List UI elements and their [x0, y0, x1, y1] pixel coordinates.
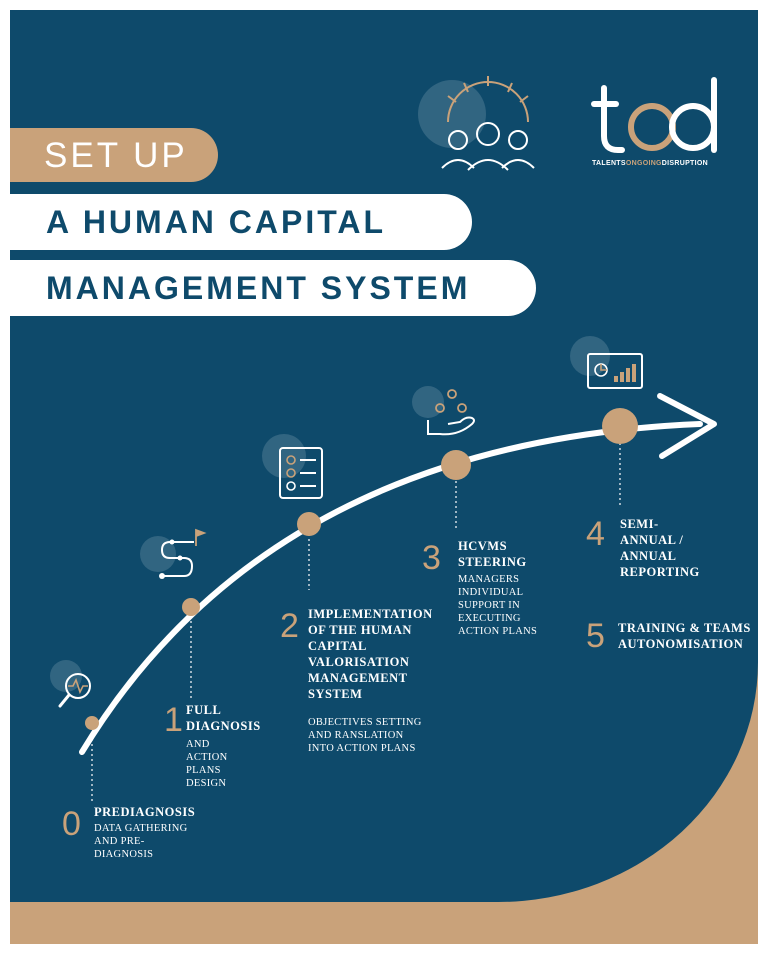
title-pill-1: [10, 194, 472, 250]
milestone-2: [297, 512, 321, 536]
step-0-number: 0: [62, 805, 81, 843]
hand-gears-icon: [412, 386, 475, 436]
step-3-desc: MANAGERS INDIVIDUAL SUPPORT IN EXECUTING…: [458, 574, 538, 637]
step-2-title: IMPLEMENTATION OF THE HUMAN CAPITAL VALO…: [308, 607, 433, 701]
milestones: [85, 408, 638, 730]
checklist-icon: [262, 434, 323, 499]
setup-label: SET UP: [44, 136, 188, 175]
title-pill-2: [10, 260, 536, 316]
step-4-title: SEMI- ANNUAL / ANNUAL REPORTING: [620, 517, 700, 579]
dashboard-chart-icon: [570, 336, 643, 389]
step-0-desc: DATA GATHERING AND PRE- DIAGNOSIS: [94, 823, 188, 860]
path-flag-icon: [140, 528, 207, 579]
tod-logo: [591, 77, 717, 153]
step-3-number: 3: [422, 539, 441, 577]
step-1-number: 1: [164, 701, 183, 739]
step-4-number: 4: [586, 515, 605, 553]
diagram-graphics: [50, 76, 717, 804]
step-2-desc: OBJECTIVES SETTING AND RANSLATION INTO A…: [308, 717, 422, 754]
step-3-title: HCVMS STEERING: [458, 539, 527, 569]
setup-pill: [10, 128, 218, 182]
step-1-title: FULL DIAGNOSIS: [186, 703, 261, 733]
poster: SET UP A HUMAN CAPITAL MANAGEMENT SYSTEM…: [10, 10, 758, 944]
magnifier-heartbeat-icon: [50, 660, 91, 708]
step-2-number: 2: [280, 607, 299, 645]
milestone-0: [85, 716, 99, 730]
step-0-title: PREDIAGNOSIS: [94, 805, 196, 819]
progress-curve: [79, 421, 703, 755]
milestone-1: [182, 598, 200, 616]
team-gear-icon: [418, 76, 535, 171]
milestone-4: [602, 408, 638, 444]
logo-tagline: TALENTSONGOINGDISRUPTION: [592, 160, 708, 167]
title-line-2: MANAGEMENT SYSTEM: [46, 270, 471, 306]
title-line-1: A HUMAN CAPITAL: [46, 204, 387, 240]
arrow-head-icon: [657, 393, 717, 459]
step-5-title: TRAINING & TEAMS AUTONOMISATION: [618, 621, 751, 651]
milestone-3: [441, 450, 471, 480]
step-1-desc: AND ACTION PLANS DESIGN: [186, 739, 228, 789]
dashed-connectors: [91, 438, 621, 804]
step-5-number: 5: [586, 617, 605, 655]
